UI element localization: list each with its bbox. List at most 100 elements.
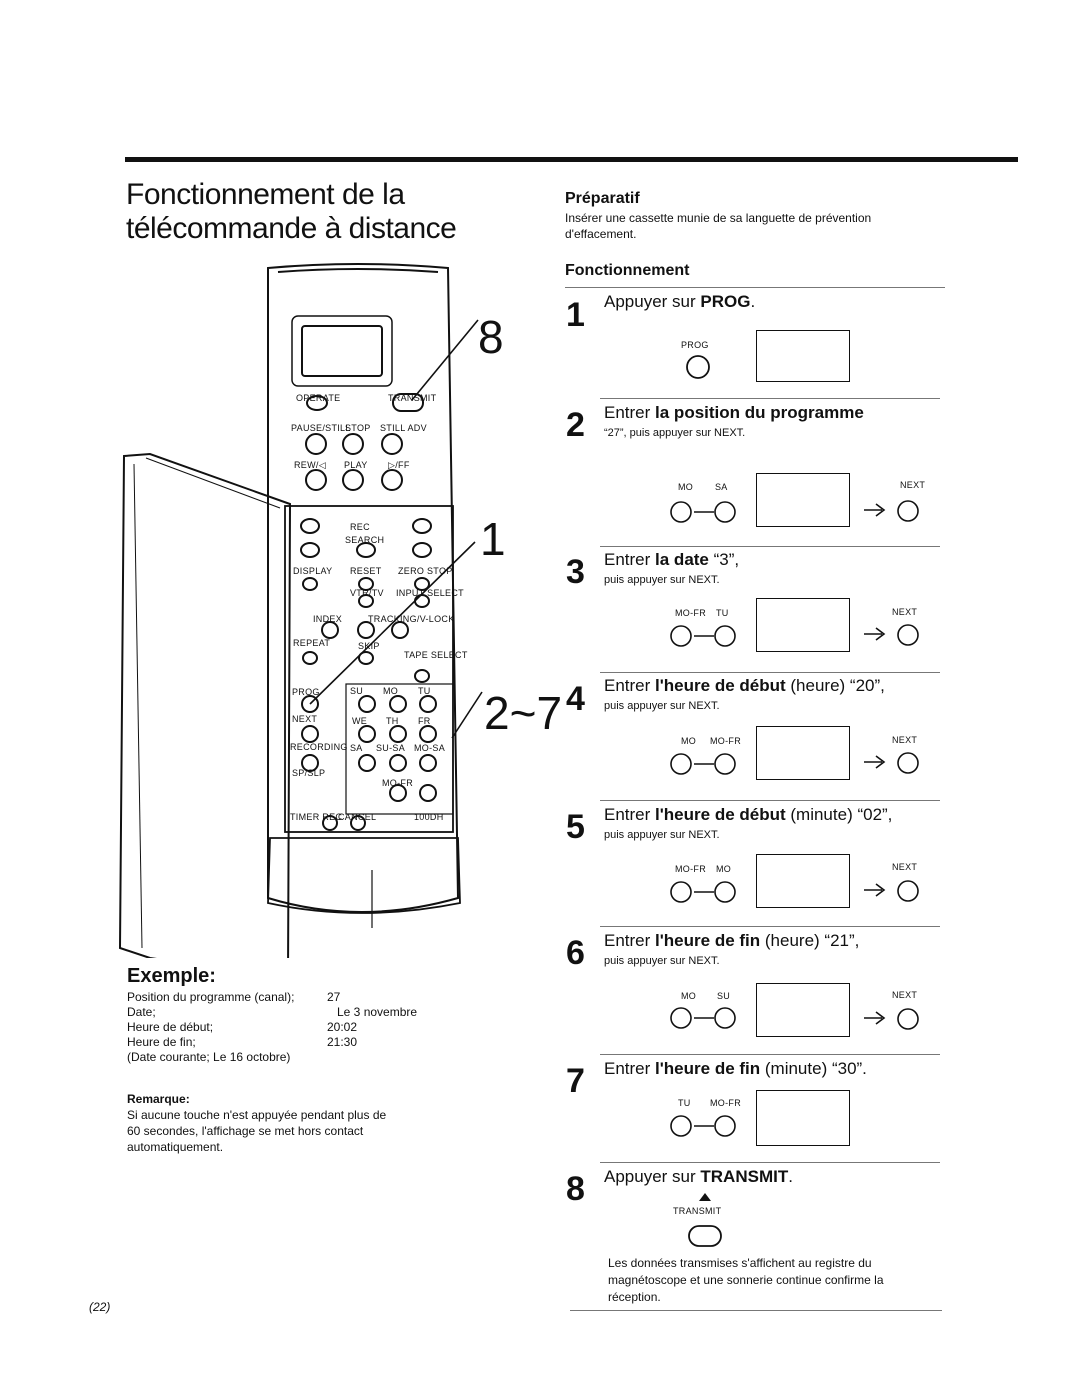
example-value: 21:30 bbox=[327, 1035, 358, 1049]
step-text: Appuyer sur bbox=[604, 292, 701, 311]
step-text: Entrer bbox=[604, 1059, 656, 1078]
step-subtext: puis appuyer sur NEXT. bbox=[604, 829, 720, 841]
step-text: Entrer bbox=[604, 403, 656, 422]
remote-label-search: SEARCH bbox=[345, 535, 385, 545]
step-text: (heure) “20”, bbox=[785, 676, 885, 695]
example-value: Le 3 novembre bbox=[337, 1005, 418, 1019]
example-heading: Exemple: bbox=[127, 965, 216, 987]
step-number: 2 bbox=[566, 406, 585, 444]
lcd-display bbox=[756, 726, 850, 780]
example-label: Position du programme (canal); bbox=[127, 990, 295, 1004]
remote-label-operate: OPERATE bbox=[296, 393, 341, 403]
example-label: Date; bbox=[127, 1005, 156, 1019]
step-number: 5 bbox=[566, 808, 585, 846]
remote-label-still-adv: STILL ADV bbox=[380, 423, 427, 433]
remark-heading: Remarque: bbox=[127, 1092, 190, 1106]
remote-label-su: SU bbox=[350, 686, 364, 696]
remote-label-rec: REC bbox=[350, 522, 370, 532]
key-label: PROG bbox=[681, 340, 709, 350]
step-number: 6 bbox=[566, 934, 585, 972]
step-instruction: Entrer la position du programme bbox=[604, 403, 864, 423]
example-value: 27 bbox=[327, 990, 341, 1004]
remote-label-sa: SA bbox=[350, 743, 363, 753]
callout-8: 8 bbox=[478, 311, 504, 363]
example-table: Position du programme (canal); 27 Date; Le… bbox=[127, 990, 447, 1065]
next-arrow-icon bbox=[864, 500, 919, 522]
step-bold-text: l'heure de début bbox=[655, 676, 786, 695]
number-buttons-icon bbox=[670, 1115, 736, 1137]
step-subtext: puis appuyer sur NEXT. bbox=[604, 700, 720, 712]
key-label: TU bbox=[678, 1098, 691, 1108]
example-label: Heure de début; bbox=[127, 1020, 214, 1034]
divider bbox=[600, 546, 940, 547]
lcd-display bbox=[756, 473, 850, 527]
step-text: . bbox=[750, 292, 756, 311]
remote-label-rew: REW/◁ bbox=[294, 460, 326, 470]
remote-label-su-sa: SU-SA bbox=[376, 743, 406, 753]
next-arrow-icon bbox=[864, 624, 919, 646]
step-instruction: Appuyer sur TRANSMIT. bbox=[604, 1167, 793, 1187]
example-row: Heure de début; 20:02 bbox=[127, 1020, 447, 1035]
example-row: Heure de fin;21:30 bbox=[127, 1035, 447, 1050]
remark-line-1: Si aucune touche n'est appuyée pendant p… bbox=[127, 1108, 387, 1122]
step-instruction: Entrer l'heure de début (heure) “20”, bbox=[604, 676, 885, 696]
key-label: MO-FR bbox=[675, 864, 706, 874]
divider bbox=[600, 1162, 940, 1163]
preparatif-text-2: d'effacement. bbox=[565, 227, 637, 241]
step-subtext: puis appuyer sur NEXT. bbox=[604, 574, 720, 586]
step-text: Entrer bbox=[604, 931, 656, 950]
step-bold-text: TRANSMIT bbox=[700, 1167, 789, 1186]
remote-label-ff: ▷/FF bbox=[388, 460, 410, 470]
step-instruction: Appuyer sur PROG. bbox=[604, 292, 755, 312]
step-subtext: “27”, puis appuyer sur NEXT. bbox=[604, 427, 746, 439]
step-instruction: Entrer la date “3”, bbox=[604, 550, 739, 570]
step-number: 3 bbox=[566, 553, 585, 591]
next-label: NEXT bbox=[900, 480, 926, 490]
remote-label-repeat: REPEAT bbox=[293, 638, 331, 648]
step-instruction: Entrer l'heure de fin (heure) “21”, bbox=[604, 931, 859, 951]
next-label: NEXT bbox=[892, 990, 918, 1000]
page-number: (22) bbox=[89, 1300, 111, 1314]
remote-label-display: DISPLAY bbox=[293, 566, 333, 576]
next-arrow-icon bbox=[864, 880, 919, 902]
number-buttons-icon bbox=[670, 881, 736, 903]
lcd-display bbox=[756, 1090, 850, 1146]
step-text: Entrer bbox=[604, 676, 656, 695]
remark-line-2: 60 secondes, l'affichage se met hors con… bbox=[127, 1124, 364, 1138]
number-buttons-icon bbox=[670, 753, 736, 775]
example-current-date: (Date courante; Le 16 octobre) bbox=[127, 1050, 291, 1064]
remote-label-tu: TU bbox=[418, 686, 431, 696]
lcd-display bbox=[756, 330, 850, 382]
key-label: MO-FR bbox=[710, 736, 741, 746]
fonctionnement-heading: Fonctionnement bbox=[565, 262, 690, 279]
step-bold-text: l'heure de début bbox=[655, 805, 786, 824]
up-arrow-icon bbox=[699, 1193, 711, 1201]
lcd-display bbox=[756, 598, 850, 652]
next-label: NEXT bbox=[892, 735, 918, 745]
divider bbox=[600, 926, 940, 927]
divider bbox=[600, 800, 940, 801]
remote-label-recording: RECORDING bbox=[290, 742, 348, 752]
step-number: 1 bbox=[566, 296, 585, 334]
remote-label-mo-sa: MO-SA bbox=[414, 743, 446, 753]
step-text: “3”, bbox=[708, 550, 740, 569]
callout-1: 1 bbox=[480, 513, 506, 565]
divider bbox=[600, 1054, 940, 1055]
remote-label-zero-stop: ZERO STOP bbox=[398, 566, 453, 576]
step-bold-text: l'heure de fin bbox=[655, 931, 761, 950]
key-label: MO bbox=[681, 991, 697, 1001]
step-instruction: Entrer l'heure de fin (minute) “30”. bbox=[604, 1059, 867, 1079]
remote-label-prog: PROG bbox=[292, 687, 320, 697]
remark-line-3: automatiquement. bbox=[127, 1140, 224, 1154]
remote-label-input-select: INPUT SELECT bbox=[396, 588, 464, 598]
step-bold-text: la date bbox=[655, 550, 709, 569]
transmit-button-icon bbox=[688, 1225, 722, 1247]
step-subtext: puis appuyer sur NEXT. bbox=[604, 955, 720, 967]
remote-label-100dh: 100DH bbox=[414, 812, 444, 822]
lcd-display bbox=[756, 983, 850, 1037]
number-buttons-icon bbox=[670, 1007, 736, 1029]
next-arrow-icon bbox=[864, 1008, 919, 1030]
step-bold-text: l'heure de fin bbox=[655, 1059, 761, 1078]
step-text: (heure) “21”, bbox=[760, 931, 860, 950]
example-value: 20:02 bbox=[327, 1020, 358, 1034]
